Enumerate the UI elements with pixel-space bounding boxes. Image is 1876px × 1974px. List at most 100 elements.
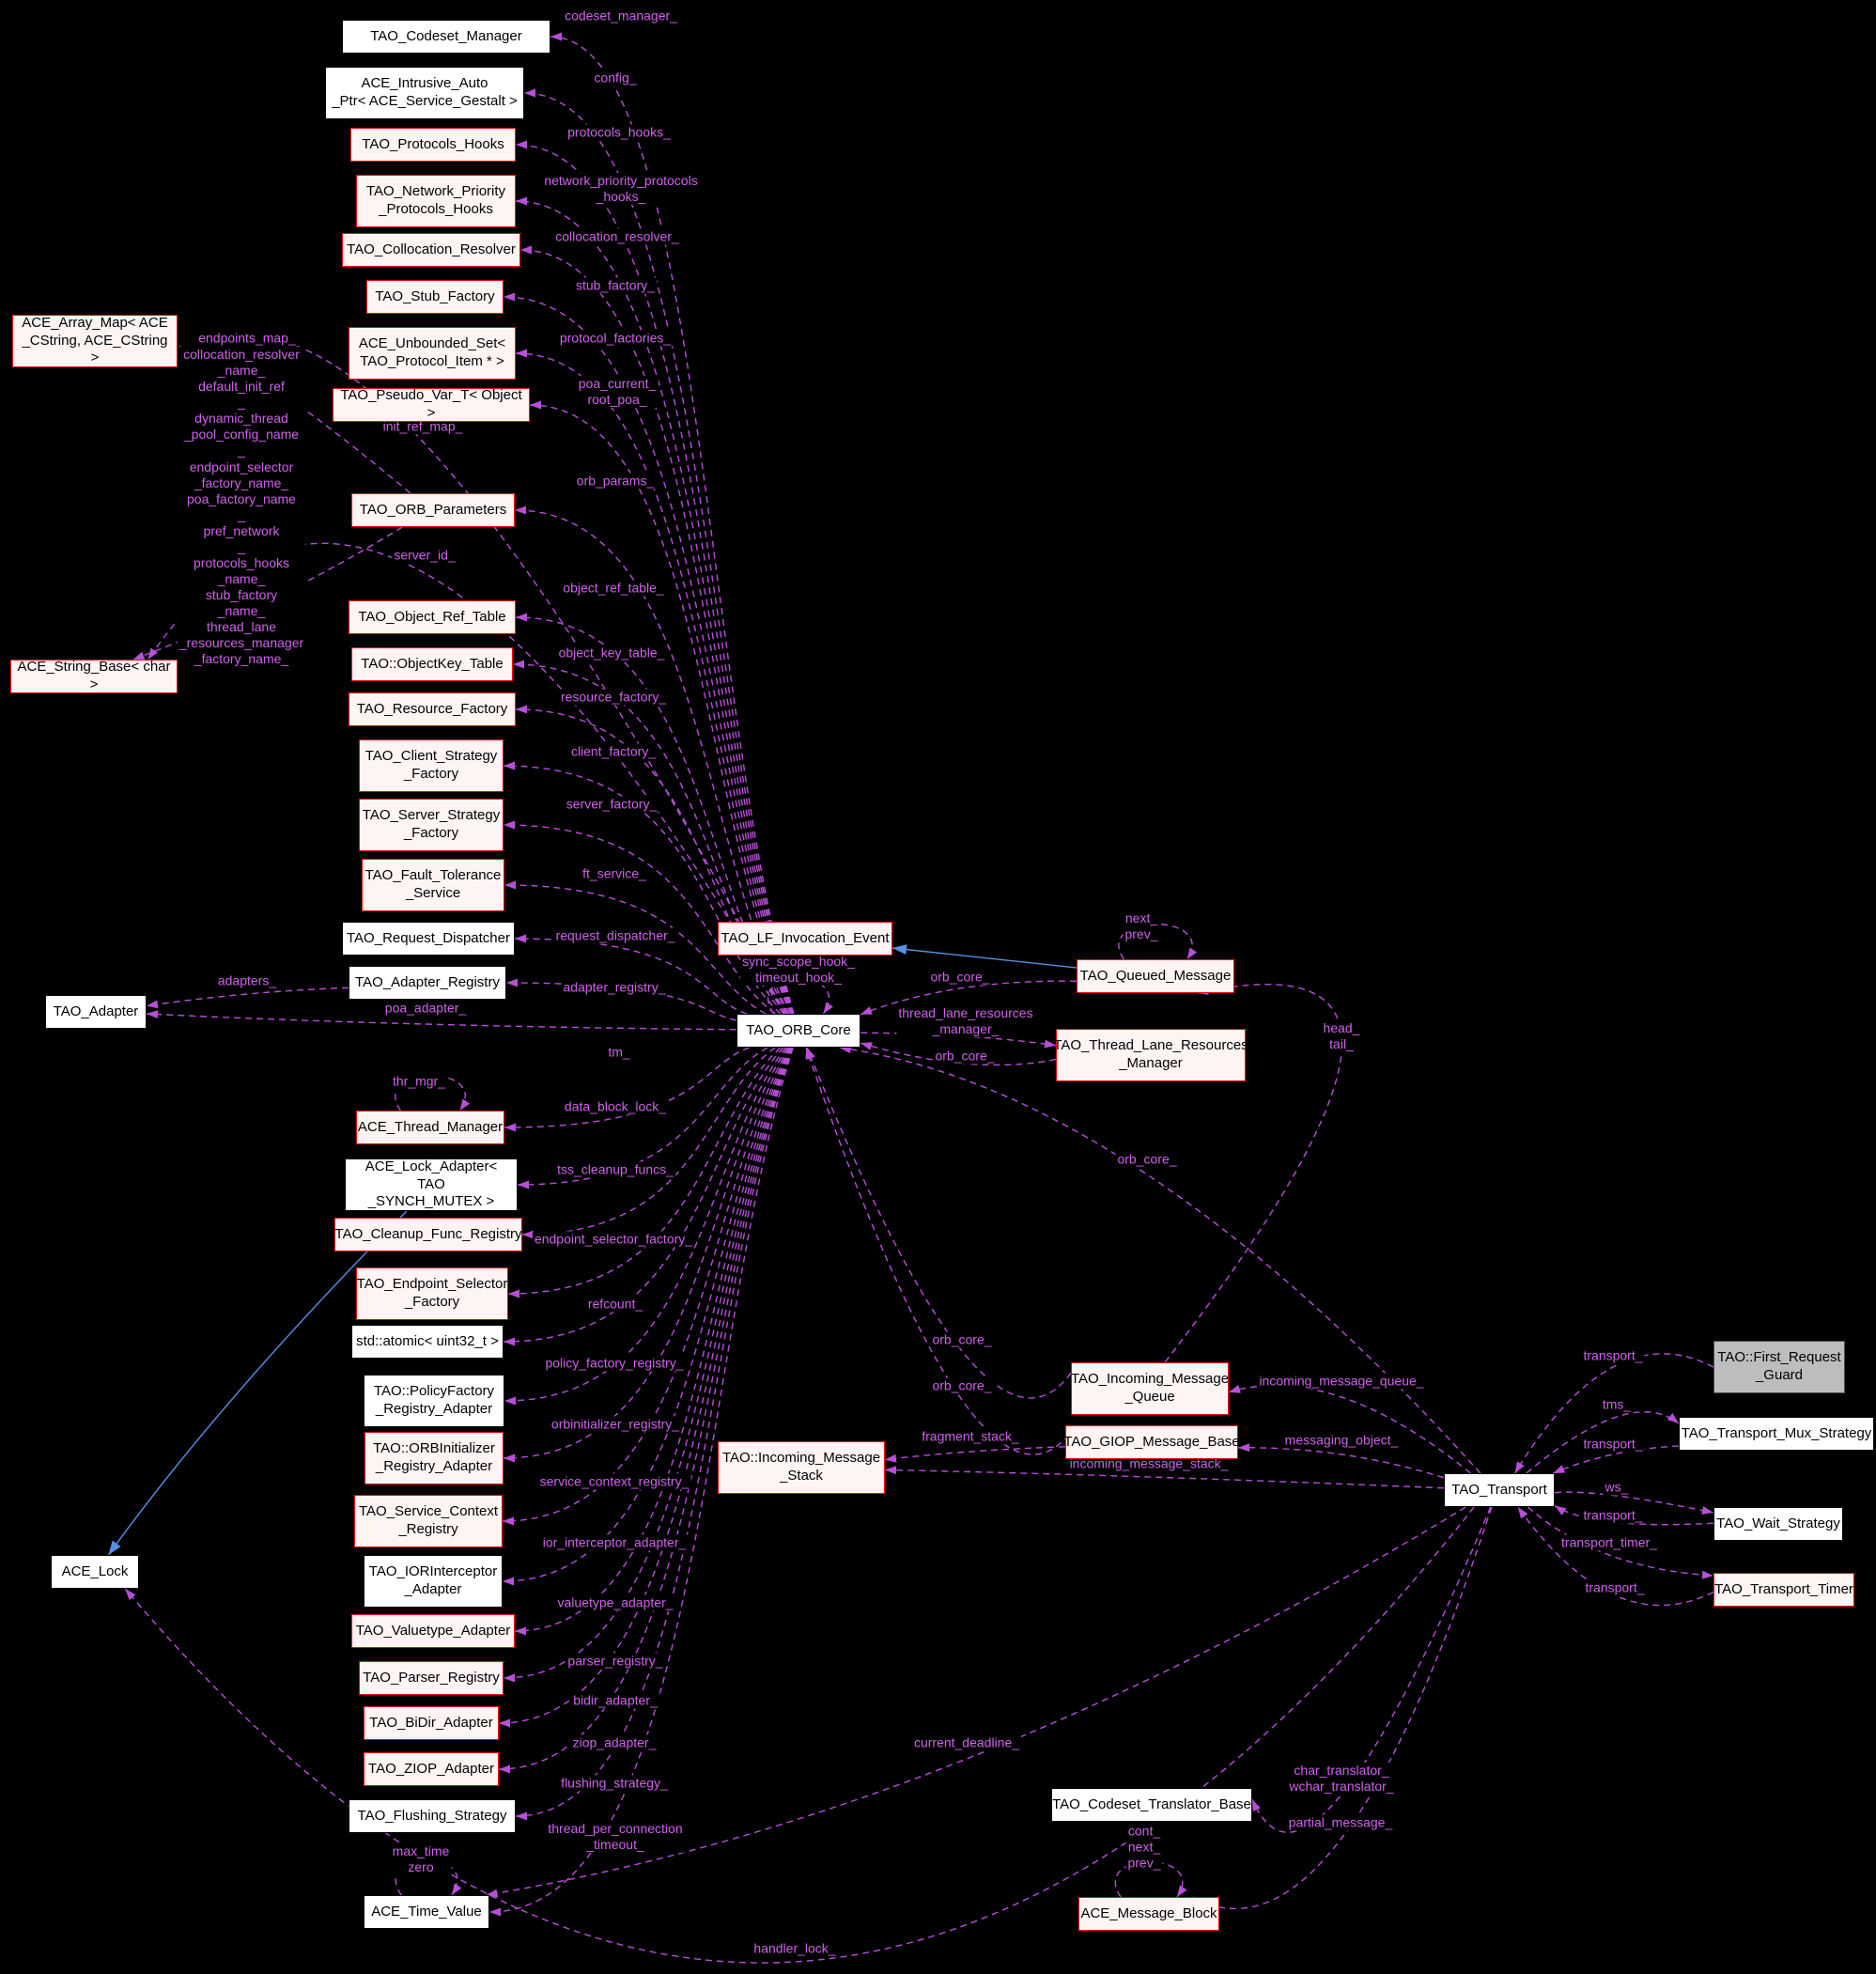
arrowhead	[522, 1230, 534, 1239]
class-node-label: TAO_Fault_Tolerance _Service	[364, 867, 502, 901]
class-node-label: TAO_Protocols_Hooks	[362, 135, 504, 152]
class-node-label: std::atomic< uint32_t >	[356, 1332, 499, 1349]
class-node-orb-parameters[interactable]: TAO_ORB_Parameters	[351, 493, 515, 527]
class-node-resource-factory[interactable]: TAO_Resource_Factory	[349, 692, 516, 726]
class-node-server-strategy-factory[interactable]: TAO_Server_Strategy _Factory	[359, 799, 504, 851]
class-node-client-strategy-factory[interactable]: TAO_Client_Strategy _Factory	[359, 739, 504, 792]
arrowhead	[515, 505, 526, 515]
arrowhead	[503, 1577, 514, 1586]
class-node-label: TAO_GIOP_Message_Base	[1063, 1433, 1240, 1450]
member-edge	[1118, 923, 1193, 960]
class-node-label: ACE_String_Base< char >	[17, 659, 171, 692]
class-node-service-context-registry[interactable]: TAO_Service_Context _Registry	[354, 1495, 503, 1547]
arrowhead	[147, 1010, 159, 1019]
class-node-incoming-message-queue[interactable]: TAO_Incoming_Message _Queue	[1071, 1362, 1229, 1415]
member-edge	[860, 1042, 1057, 1066]
class-node-label: TAO_BiDir_Adapter	[369, 1714, 493, 1731]
class-node-transport[interactable]: TAO_Transport	[1444, 1473, 1555, 1507]
class-node-time-value[interactable]: ACE_Time_Value	[364, 1895, 489, 1929]
class-node-object-ref-table[interactable]: TAO_Object_Ref_Table	[349, 600, 516, 634]
arrowhead	[516, 140, 527, 149]
arrowhead	[1701, 1506, 1713, 1515]
arrowhead	[504, 880, 516, 890]
member-edge	[1228, 1384, 1471, 1474]
member-edge	[504, 884, 767, 1015]
arrowhead	[1044, 1039, 1056, 1049]
class-node-label: TAO_Thread_Lane_Resources _Manager	[1053, 1037, 1248, 1071]
class-node-ziop-adapter[interactable]: TAO_ZIOP_Adapter	[364, 1752, 499, 1786]
member-edge	[502, 1047, 791, 1582]
class-node-codeset-translator[interactable]: TAO_Codeset_Translator_Base	[1051, 1788, 1252, 1822]
class-node-lock-adapter[interactable]: ACE_Lock_Adapter< TAO _SYNCH_MUTEX >	[345, 1158, 518, 1211]
arrowhead	[504, 820, 515, 830]
member-edge	[805, 1047, 1077, 1455]
class-node-adapter-registry[interactable]: TAO_Adapter_Registry	[349, 966, 506, 1000]
class-node-first-request-guard[interactable]: TAO::First_Request _Guard	[1713, 1341, 1845, 1393]
arrowhead	[132, 651, 146, 660]
class-node-thread-lane-manager[interactable]: TAO_Thread_Lane_Resources _Manager	[1053, 1029, 1248, 1081]
class-node-iorinterceptor-adapter[interactable]: TAO_IORInterceptor _Adapter	[364, 1555, 503, 1608]
arrowhead	[459, 1098, 471, 1111]
member-edge	[512, 663, 786, 1015]
class-node-policyfactory-adapter[interactable]: TAO::PolicyFactory _Registry_Adapter	[364, 1375, 504, 1427]
member-edge	[124, 1506, 1475, 1964]
class-node-transport-mux-strategy[interactable]: TAO_Transport_Mux_Strategy	[1679, 1417, 1874, 1451]
class-node-label: TAO_Stub_Factory	[375, 288, 495, 304]
class-node-stub-factory[interactable]: TAO_Stub_Factory	[366, 280, 504, 314]
class-node-orbinitializer-adapter[interactable]: TAO::ORBInitializer _Registry_Adapter	[364, 1432, 504, 1484]
class-node-intrusive-auto-ptr[interactable]: ACE_Intrusive_Auto _Ptr< ACE_Service_Ges…	[325, 67, 524, 119]
arrowhead	[489, 1907, 501, 1917]
class-node-label: TAO::First_Request _Guard	[1717, 1349, 1841, 1383]
class-node-giop-message-base[interactable]: TAO_GIOP_Message_Base	[1063, 1425, 1240, 1459]
arrowhead	[524, 88, 535, 98]
class-node-network-priority-hooks[interactable]: TAO_Network_Priority _Protocols_Hooks	[356, 175, 516, 227]
class-node-parser-registry[interactable]: TAO_Parser_Registry	[359, 1661, 504, 1695]
class-node-fault-tolerance-service[interactable]: TAO_Fault_Tolerance _Service	[362, 859, 504, 911]
class-node-array-map[interactable]: ACE_Array_Map< ACE _CString, ACE_CString…	[12, 315, 178, 367]
class-node-lf-invocation-event[interactable]: TAO_LF_Invocation_Event	[718, 922, 892, 956]
class-node-queued-message[interactable]: TAO_Queued_Message	[1077, 959, 1234, 993]
class-node-pseudo-var[interactable]: TAO_Pseudo_Var_T< Object >	[333, 387, 530, 422]
class-node-transport-timer[interactable]: TAO_Transport_Timer	[1713, 1573, 1854, 1607]
arrowhead	[1514, 1461, 1525, 1473]
arrowhead	[530, 400, 541, 410]
class-node-label: TAO_Transport_Mux_Strategy	[1681, 1424, 1872, 1441]
arrowhead	[125, 1589, 136, 1601]
class-node-wait-strategy[interactable]: TAO_Wait_Strategy	[1713, 1507, 1843, 1541]
class-node-valuetype-adapter[interactable]: TAO_Valuetype_Adapter	[351, 1614, 515, 1648]
member-edge	[504, 1047, 750, 1128]
class-node-collocation-resolver[interactable]: TAO_Collocation_Resolver	[342, 233, 520, 267]
class-node-bidir-adapter[interactable]: TAO_BiDir_Adapter	[364, 1706, 499, 1740]
arrowhead	[1238, 1443, 1250, 1453]
member-edge	[503, 1047, 792, 1679]
class-node-codeset-manager[interactable]: TAO_Codeset_Manager	[342, 20, 550, 54]
class-node-objectkey-table[interactable]: TAO::ObjectKey_Table	[351, 647, 513, 681]
member-edge	[767, 977, 830, 1015]
arrowhead	[178, 355, 189, 366]
class-node-protocols-hooks[interactable]: TAO_Protocols_Hooks	[350, 128, 516, 162]
class-node-string-base[interactable]: ACE_String_Base< char >	[10, 659, 178, 693]
class-node-orb-core[interactable]: TAO_ORB_Core	[736, 1014, 860, 1048]
class-node-request-dispatcher[interactable]: TAO_Request_Dispatcher	[342, 922, 515, 956]
arrowhead	[892, 944, 907, 955]
class-node-cleanup-func-registry[interactable]: TAO_Cleanup_Func_Registry	[334, 1218, 522, 1251]
class-node-label: TAO_Cleanup_Func_Registry	[334, 1225, 522, 1242]
class-node-atomic-uint32[interactable]: std::atomic< uint32_t >	[351, 1325, 504, 1359]
arrowhead	[504, 1396, 516, 1406]
arrowhead	[518, 1180, 529, 1189]
member-edge	[502, 1047, 790, 1522]
class-node-message-block[interactable]: ACE_Message_Block	[1078, 1897, 1219, 1931]
class-node-thread-manager[interactable]: ACE_Thread_Manager	[356, 1111, 504, 1144]
class-node-tao-adapter[interactable]: TAO_Adapter	[45, 995, 147, 1029]
member-edge	[860, 980, 1078, 1016]
member-edge	[860, 1032, 1057, 1047]
class-node-protocol-item-set[interactable]: ACE_Unbounded_Set< TAO_Protocol_Item * >	[349, 327, 516, 380]
class-node-flushing-strategy[interactable]: TAO_Flushing_Strategy	[349, 1799, 516, 1833]
arrowhead	[516, 1811, 527, 1821]
member-edge	[514, 1047, 792, 1632]
class-node-endpoint-selector-factory[interactable]: TAO_Endpoint_Selector _Factory	[356, 1267, 508, 1320]
class-node-incoming-message-stack[interactable]: TAO::Incoming_Message _Stack	[718, 1441, 885, 1494]
class-node-label: TAO_Incoming_Message _Queue	[1070, 1371, 1230, 1405]
class-node-ace-lock[interactable]: ACE_Lock	[51, 1555, 139, 1589]
member-edge	[486, 1506, 1466, 1896]
